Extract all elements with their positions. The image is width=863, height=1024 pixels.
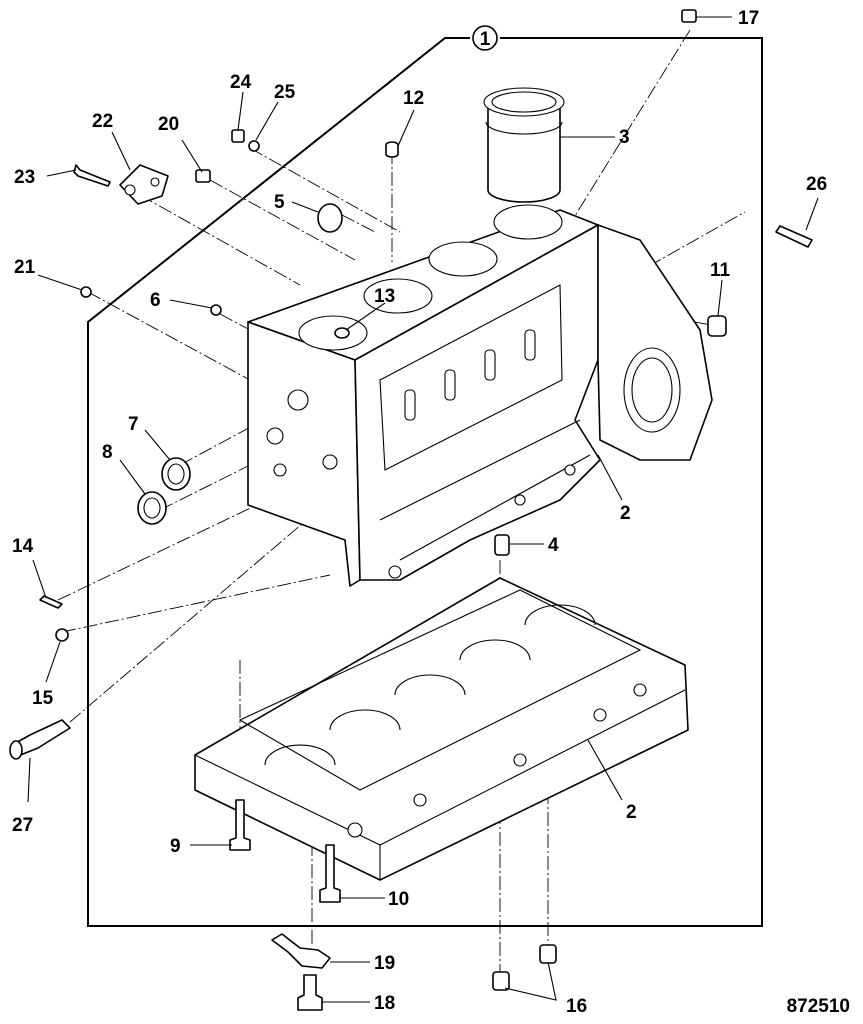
crankcase-lower [194, 577, 689, 881]
callout-labels: 17 24 25 12 22 20 3 23 26 5 21 11 6 13 7… [12, 8, 827, 1017]
callout-2-block: 2 [620, 503, 631, 524]
bolt-23 [73, 164, 111, 187]
callout-8: 8 [102, 442, 113, 463]
assembly-boundary-frame [87, 37, 763, 927]
callout-11: 11 [710, 260, 731, 281]
dowel-12 [385, 141, 399, 158]
dowel-6 [210, 304, 222, 316]
callout-7: 7 [128, 414, 139, 435]
dowel-15 [55, 628, 69, 642]
plug-17 [681, 9, 697, 23]
callout-18: 18 [374, 993, 395, 1014]
plug-11 [707, 315, 727, 337]
assembly-ref-marker: 1 [472, 25, 498, 51]
callout-23: 23 [14, 167, 35, 188]
callout-15: 15 [32, 688, 54, 709]
callout-26: 26 [806, 174, 827, 195]
callout-12: 12 [403, 88, 424, 109]
plug-24-washer-25 [231, 129, 260, 152]
callout-24: 24 [230, 72, 252, 93]
stud-26 [775, 225, 813, 248]
seal-8 [137, 491, 167, 525]
callout-5: 5 [274, 192, 285, 213]
sensor-27 [9, 719, 71, 760]
callout-25: 25 [274, 82, 296, 103]
callout-16: 16 [566, 996, 587, 1017]
callout-13: 13 [374, 286, 395, 307]
callout-6: 6 [150, 290, 161, 311]
pin-14 [39, 595, 63, 609]
dowel-4 [494, 534, 510, 556]
seal-7 [161, 457, 191, 491]
callout-27: 27 [12, 815, 33, 836]
callout-14: 14 [12, 536, 34, 557]
expansion-plug-5 [317, 203, 343, 233]
callout-2-crankcase: 2 [626, 802, 637, 823]
cylinder-liner [483, 87, 565, 203]
bolt-9 [229, 799, 251, 851]
dowel-13 [334, 327, 350, 339]
bolt-18 [297, 974, 323, 1011]
dowel-21 [80, 286, 92, 298]
cover-plate-22 [119, 164, 169, 205]
callout-4: 4 [548, 535, 559, 556]
callout-22: 22 [92, 111, 113, 132]
callout-9: 9 [170, 836, 181, 857]
leader-lines [27, 16, 819, 1003]
callout-21: 21 [14, 257, 36, 278]
bolt-10 [319, 844, 341, 903]
plugs-16 [492, 944, 557, 991]
callout-10: 10 [388, 889, 409, 910]
bracket-19 [271, 933, 331, 969]
cylinder-block [247, 204, 713, 587]
plug-20 [195, 169, 211, 183]
callout-3: 3 [619, 127, 630, 148]
figure-number: 872510 [787, 996, 850, 1017]
callout-20: 20 [158, 114, 179, 135]
assembly-ref-label: 1 [480, 29, 491, 50]
callout-17: 17 [738, 8, 759, 29]
callout-19: 19 [374, 953, 395, 974]
